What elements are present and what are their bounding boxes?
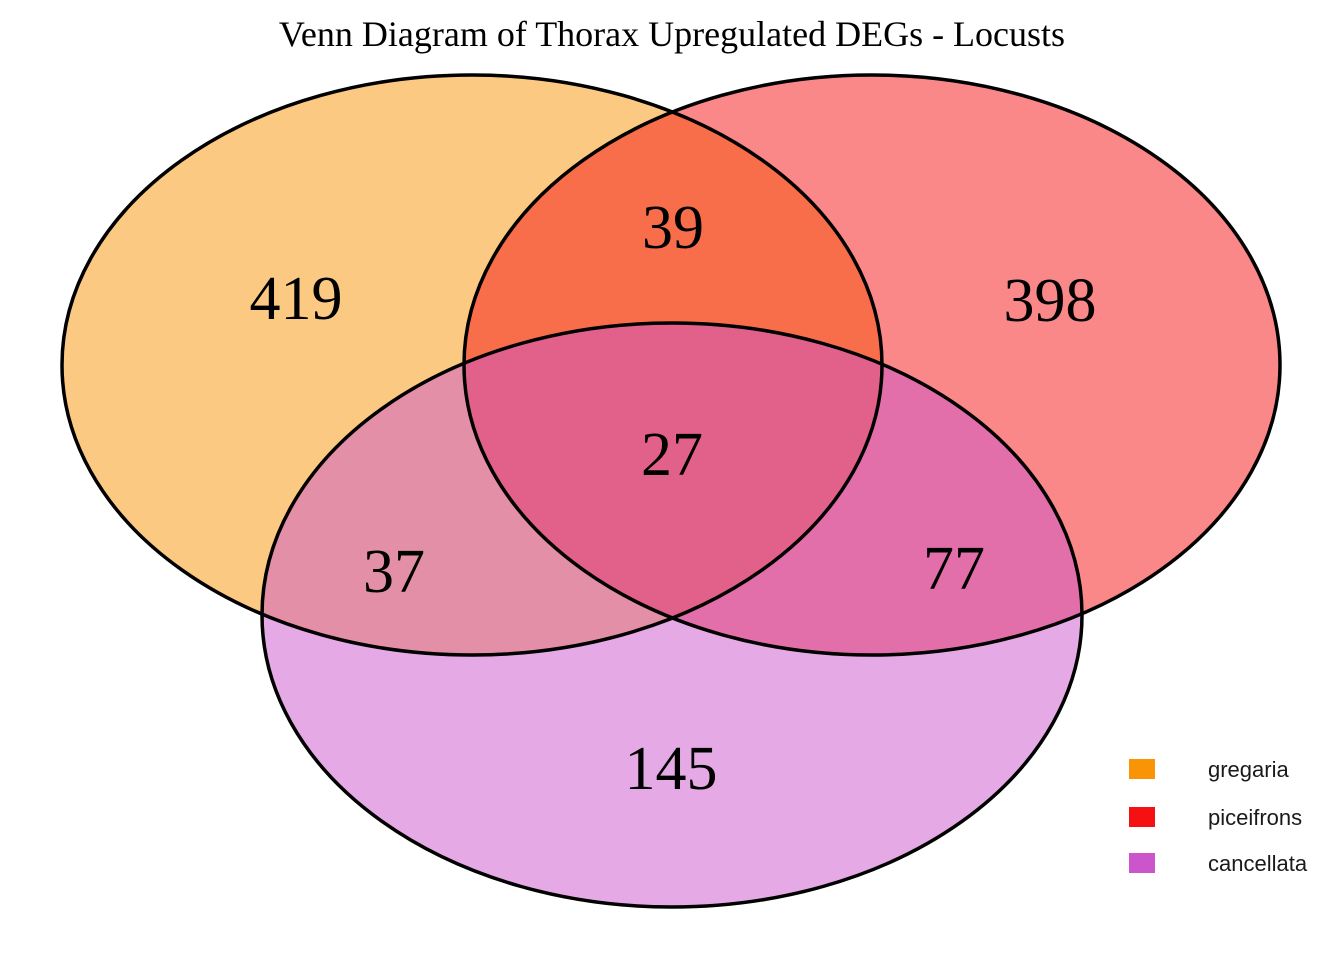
count-cancellata-only: 145 bbox=[625, 735, 718, 803]
count-gregaria-only: 419 bbox=[250, 265, 343, 333]
venn-fills bbox=[62, 75, 1280, 907]
venn-outlines bbox=[60, 73, 1282, 909]
legend-swatch-cancellata bbox=[1129, 853, 1155, 873]
count-gregaria-cancellata: 37 bbox=[363, 538, 425, 606]
count-all-three: 27 bbox=[641, 421, 703, 489]
legend-swatch-piceifrons bbox=[1129, 807, 1155, 827]
cancellata-ellipse-outline bbox=[260, 321, 1084, 909]
legend-swatch-gregaria bbox=[1129, 759, 1155, 779]
legend-label-piceifrons: piceifrons bbox=[1208, 805, 1302, 830]
count-piceifrons-only: 398 bbox=[1004, 267, 1097, 335]
count-gregaria-piceifrons: 39 bbox=[642, 194, 704, 262]
chart-title: Venn Diagram of Thorax Upregulated DEGs … bbox=[279, 14, 1065, 54]
cancellata-ellipse-fill bbox=[262, 323, 1082, 907]
legend: gregaria piceifrons cancellata bbox=[1129, 757, 1308, 876]
legend-label-gregaria: gregaria bbox=[1208, 757, 1289, 782]
legend-label-cancellata: cancellata bbox=[1208, 851, 1308, 876]
region-counts: 419 398 145 39 37 77 27 bbox=[250, 194, 1097, 803]
count-piceifrons-cancellata: 77 bbox=[923, 535, 985, 603]
